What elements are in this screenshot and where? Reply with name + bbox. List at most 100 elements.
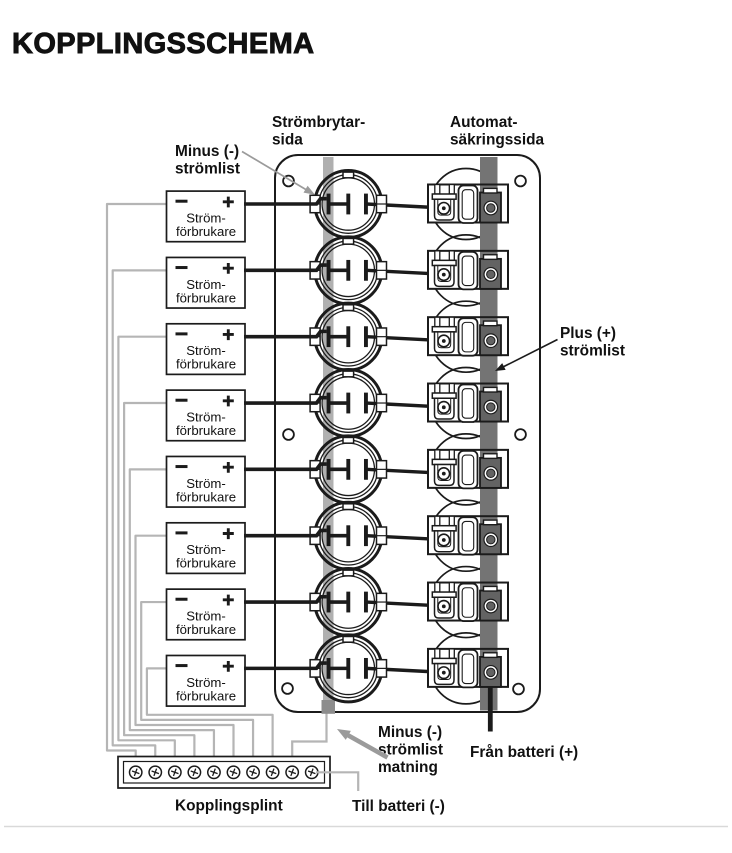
consumer-minus-wire: [134, 534, 235, 761]
fuse-unit: [427, 382, 509, 423]
fuse-unit: [427, 316, 509, 357]
screw-housing-flange: [431, 458, 457, 466]
switch-terminal-left: [326, 591, 331, 613]
label-minus-feed-2: strömlist: [378, 742, 443, 759]
switch-terminal-right: [364, 525, 368, 547]
switch-terminal-left: [326, 326, 331, 348]
label-to-battery: Till batteri (-): [352, 798, 445, 815]
terminal-screw: [226, 765, 241, 780]
minus-feed-arrow: [337, 729, 389, 760]
fuse-element: [457, 648, 479, 689]
plus-terminal-mark: [222, 196, 234, 208]
switch-terminal-mid: [346, 193, 351, 215]
screw-housing-flange: [431, 591, 457, 598]
consumer-box: Ström-förbrukare: [165, 455, 246, 508]
consumer-box: Ström-förbrukare: [165, 322, 246, 376]
label-plus-bus-2: strömlist: [560, 343, 625, 360]
fuse-unit: [427, 515, 509, 556]
switch-terminal-right: [364, 591, 368, 613]
screw-housing-flange: [431, 657, 457, 665]
terminal-screw: [167, 765, 182, 780]
terminal-screw: [187, 765, 202, 780]
panel-screw-hole: [514, 428, 527, 441]
minus-bus-feed-wire: [291, 703, 328, 758]
panel-screw-hole: [281, 682, 294, 695]
panel-screw-hole: [282, 428, 295, 441]
fuse-element: [457, 184, 479, 224]
rocker-switch: [244, 633, 388, 704]
consumer-label-2: förbrukare: [176, 357, 236, 372]
minus-terminal-mark: [175, 664, 188, 668]
switch-terminal-right: [364, 657, 368, 679]
fuse-element: [457, 449, 479, 490]
panel-screw-hole: [512, 682, 525, 696]
fuse-element: [457, 317, 479, 357]
consumer-plus-wire: [244, 661, 327, 671]
minus-terminal-mark: [175, 398, 188, 402]
label-minus-bus-1: Minus (-): [175, 143, 239, 160]
consumer-label-1: Ström-: [186, 609, 226, 624]
switch-terminal-mid: [346, 525, 351, 547]
plus-terminal-mark: [222, 528, 234, 540]
consumer-box: Ström-förbrukare: [165, 521, 246, 575]
fuse-element: [457, 516, 479, 556]
plus-terminal-mark: [222, 594, 234, 606]
consumer-minus-wire: [145, 667, 274, 761]
switch-terminal-left: [326, 657, 331, 679]
switch-terminal-mid: [346, 458, 351, 480]
terminal-screw: [285, 765, 300, 780]
label-plus-bus-1: Plus (+): [560, 325, 616, 342]
label-switch-side-1: Strömbrytar-: [272, 114, 365, 131]
switch-terminal-left: [326, 525, 331, 547]
plus-terminal-mark: [222, 461, 234, 473]
switch-terminal-left: [326, 193, 331, 215]
minus-bus-strip-tab: [321, 700, 335, 714]
consumer-label-1: Ström-: [186, 211, 226, 226]
switch-terminal-mid: [346, 591, 351, 613]
screw-housing-flange: [431, 325, 457, 333]
consumer-label-2: förbrukare: [176, 224, 236, 239]
minus-wires-layer: [105, 202, 274, 761]
rocker-switch: [244, 500, 388, 571]
plus-terminal-mark: [222, 329, 234, 341]
switch-top-notch: [342, 171, 355, 179]
consumer-box: Ström-förbrukare: [165, 588, 246, 641]
switch-top-notch: [342, 436, 355, 444]
minus-terminal-mark: [175, 199, 188, 203]
switch-terminal-right: [364, 193, 368, 215]
consumer-box: Ström-förbrukare: [165, 190, 246, 243]
consumer-label-1: Ström-: [186, 343, 226, 358]
switch-top-notch: [342, 569, 355, 577]
label-fuse-side-1: Automat-: [450, 114, 518, 131]
rocker-switch: [244, 235, 388, 306]
switch-top-notch: [342, 635, 355, 643]
panel-screw-holes: [281, 174, 527, 696]
label-terminal-block: Kopplingsplint: [175, 798, 283, 815]
consumer-minus-wire: [123, 401, 196, 761]
terminal-screw: [206, 765, 221, 780]
consumer-plus-wire: [244, 594, 327, 604]
fuse-element: [457, 582, 479, 622]
minus-terminal-mark: [175, 465, 188, 469]
plus-bus-bar: [480, 157, 498, 711]
consumer-label-1: Ström-: [186, 675, 226, 690]
terminal-screw: [304, 765, 319, 780]
minus-terminal-mark: [175, 266, 188, 270]
fuse-unit: [427, 581, 509, 622]
panel-screw-hole: [514, 174, 527, 188]
label-minus-bus-2: strömlist: [175, 161, 240, 178]
consumer-plus-wire: [244, 263, 327, 273]
consumer-label-1: Ström-: [186, 410, 226, 425]
consumer-minus-wire: [117, 335, 176, 761]
plus-terminal-mark: [222, 660, 234, 672]
label-minus-feed-3: matning: [378, 759, 438, 776]
switch-terminal-left: [326, 458, 331, 480]
minus-terminal-mark: [175, 597, 188, 601]
consumer-plus-wire: [244, 329, 327, 339]
screw-housing-flange: [431, 193, 457, 200]
consumer-label-2: förbrukare: [176, 556, 236, 571]
consumers-layer: Ström-förbrukareStröm-förbrukareStröm-fö…: [165, 190, 246, 707]
consumer-label-1: Ström-: [186, 277, 226, 292]
minus-terminal-mark: [175, 332, 188, 336]
